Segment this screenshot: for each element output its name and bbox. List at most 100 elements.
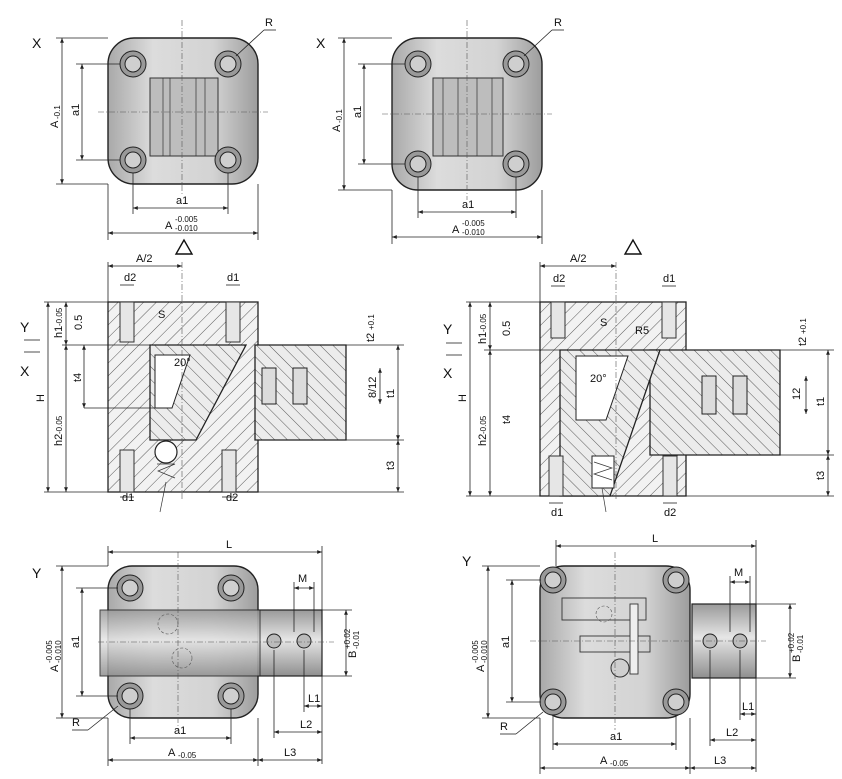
middle-right-section: A/2 d2 d1 d1 d2 H h1-0.05 h2-0.05 Y X 0.… xyxy=(443,238,834,519)
mounting-hole xyxy=(119,50,147,78)
bottom-left-view: Y L M A-0.005-0.010 a1 a1 B+0.02-0.01 L1… xyxy=(32,539,361,766)
mounting-hole xyxy=(116,574,144,602)
mounting-hole xyxy=(662,566,690,594)
m-label: M xyxy=(734,567,743,579)
y-label: Y xyxy=(20,319,30,335)
mounting-hole xyxy=(119,146,147,174)
b-lower-tolerance: -0.01 xyxy=(352,630,361,649)
l3-label: L3 xyxy=(284,747,296,759)
screw xyxy=(292,367,308,405)
guide-slot xyxy=(432,77,504,157)
a-label: A xyxy=(331,124,343,132)
threaded-hole xyxy=(266,633,282,649)
mounting-hole xyxy=(116,682,144,710)
mounting-hole xyxy=(539,688,567,716)
angle-label: 20° xyxy=(174,357,191,369)
h1-tolerance: -0.05 xyxy=(479,313,488,332)
y-label: Y xyxy=(32,565,42,581)
a-bottom-tolerance: -0.05 xyxy=(178,751,197,760)
threaded-hole xyxy=(296,633,312,649)
r-label: R xyxy=(554,17,562,29)
a-lower-tolerance: -0.010 xyxy=(480,640,489,663)
mounting-hole xyxy=(217,574,245,602)
a1-vertical-label: a1 xyxy=(70,104,82,116)
r-label: R xyxy=(265,17,273,29)
t2-label: t2 xyxy=(365,333,377,342)
a-half-label: A/2 xyxy=(136,253,153,265)
d1-top-label: d1 xyxy=(227,272,239,284)
bottom-right-view: Y L M A-0.005-0.010 a1 a1 B+0.02-0.01 L1… xyxy=(462,533,805,774)
t4-label: t4 xyxy=(72,373,84,382)
y-label: Y xyxy=(462,553,472,569)
dim-812-label: 8/12 xyxy=(367,377,379,398)
a-upper-tolerance: -0.005 xyxy=(175,215,198,224)
warning-icon xyxy=(623,238,643,255)
mounting-hole xyxy=(214,146,242,174)
a-label: A xyxy=(475,664,487,672)
spring xyxy=(157,463,176,479)
mounting-hole xyxy=(539,566,567,594)
y-label: Y xyxy=(443,321,453,337)
h2-tolerance: -0.05 xyxy=(479,415,488,434)
dim-12-label: 12 xyxy=(791,388,803,400)
d1-bottom-label: d1 xyxy=(551,507,563,519)
r-label: R xyxy=(500,721,508,733)
wedge-cavity xyxy=(154,354,191,409)
a-lower-tolerance: -0.010 xyxy=(54,640,63,663)
l-label: L xyxy=(226,539,232,551)
bolt xyxy=(119,301,135,343)
b-upper-tolerance: +0.02 xyxy=(787,632,796,653)
mounting-hole xyxy=(214,50,242,78)
warning-icon xyxy=(174,238,194,255)
top-left-view: X R A-0.1 a1 a1 A -0.005 -0.010 xyxy=(32,17,276,240)
bolt xyxy=(550,301,566,339)
key-bar xyxy=(629,603,639,675)
mounting-hole xyxy=(217,682,245,710)
mounting-hole xyxy=(502,50,530,78)
a1-vertical-label: a1 xyxy=(500,636,512,648)
pin xyxy=(610,658,630,678)
a-width-label: A xyxy=(165,220,173,232)
a-upper-tolerance: -0.005 xyxy=(45,640,54,663)
screw xyxy=(732,375,748,415)
angle-label: 20° xyxy=(590,373,607,385)
t2-tolerance: +0.1 xyxy=(367,314,376,330)
l1-label: L1 xyxy=(308,693,320,705)
slide-body xyxy=(99,609,261,677)
a-label: A xyxy=(49,664,61,672)
spring-pocket xyxy=(591,455,615,489)
x-label: X xyxy=(316,35,326,51)
l2-label: L2 xyxy=(300,719,312,731)
bolt xyxy=(225,301,241,343)
h-label: H xyxy=(457,394,469,402)
bolt xyxy=(662,455,678,497)
dim-05-label: 0.5 xyxy=(73,315,85,330)
b-label: B xyxy=(347,651,359,658)
r5-label: R5 xyxy=(635,325,649,337)
mounting-hole xyxy=(404,150,432,178)
a1-horizontal-label: a1 xyxy=(174,725,186,737)
h2-label: h2 xyxy=(53,434,65,446)
d2-bottom-label: d2 xyxy=(226,492,238,504)
t2-tolerance: +0.1 xyxy=(799,318,808,334)
a1-horizontal-label: a1 xyxy=(176,195,188,207)
screw xyxy=(701,375,717,415)
a-bottom-label: A xyxy=(168,747,176,759)
a-upper-tolerance: -0.005 xyxy=(471,640,480,663)
a-lower-tolerance: -0.010 xyxy=(462,228,485,237)
a-upper-tolerance: -0.005 xyxy=(462,219,485,228)
a-tolerance: -0.1 xyxy=(53,105,62,119)
a1-horizontal-label: a1 xyxy=(462,199,474,211)
spring xyxy=(592,461,614,481)
r-label: R xyxy=(72,717,80,729)
a-width-label: A xyxy=(452,224,460,236)
a-tolerance: -0.1 xyxy=(335,109,344,123)
h2-tolerance: -0.05 xyxy=(55,415,64,434)
bolt xyxy=(221,449,237,493)
bolt xyxy=(548,455,564,497)
wedge-cavity xyxy=(575,355,629,421)
s-label: S xyxy=(600,317,607,329)
slot-outline xyxy=(561,597,647,621)
h-label: H xyxy=(35,394,47,402)
